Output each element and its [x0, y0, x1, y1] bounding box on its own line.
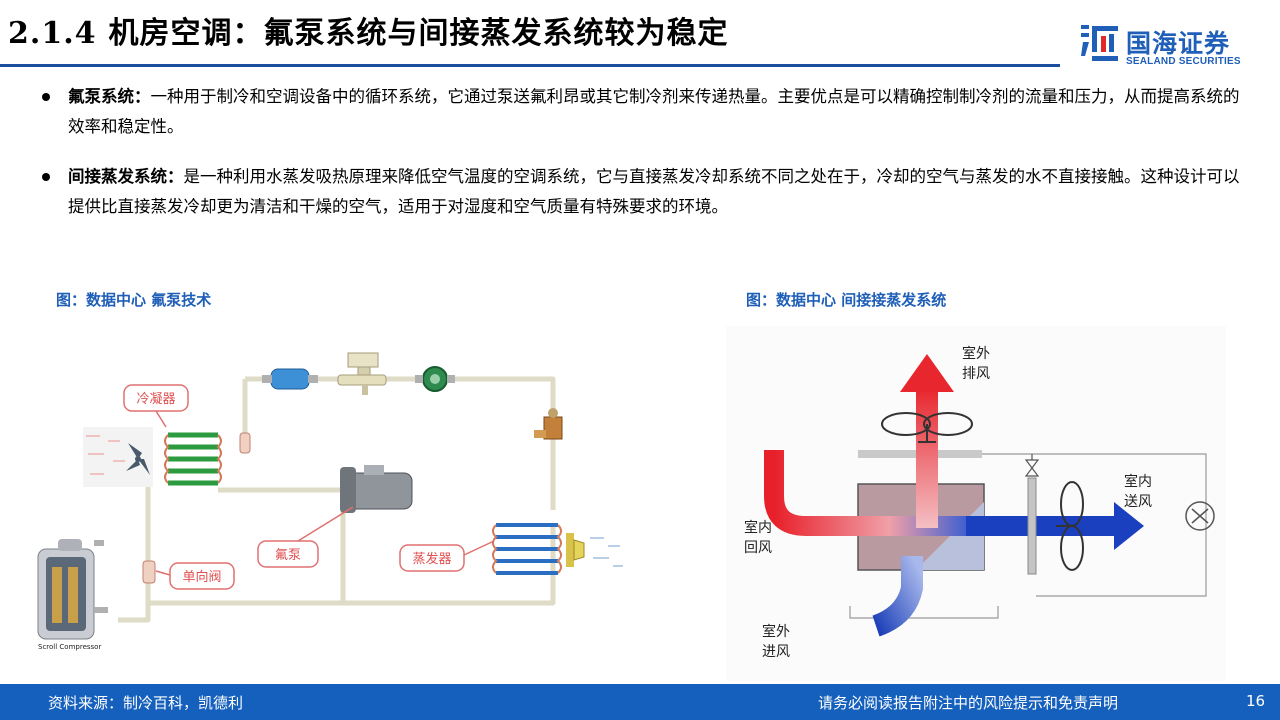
sight-glass-icon [415, 366, 455, 392]
outdoor-intake-flow [872, 556, 923, 637]
condenser-label: 冷凝器 [123, 384, 189, 428]
check-valve-label: 单向阀 [155, 562, 235, 590]
bullet-dot [42, 173, 50, 181]
svg-text:蒸发器: 蒸发器 [412, 551, 451, 567]
return-air-flow [764, 450, 966, 536]
label-outdoor-exhaust: 室外 [962, 345, 990, 362]
label-outdoor-intake-2: 进风 [762, 644, 790, 660]
bullet-dot [42, 93, 50, 101]
label-indoor-return-2: 回风 [744, 540, 772, 556]
page-title: 2.1.4 机房空调：氟泵系统与间接蒸发系统较为稳定 [8, 14, 729, 54]
footer-bar: 资料来源：制冷百科，凯德利 请务必阅读报告附注中的风险提示和免责声明 16 [0, 684, 1280, 720]
motor-icon [1185, 501, 1215, 531]
fluorine-pump-icon [340, 465, 413, 513]
exhaust-air-arrow [900, 354, 954, 528]
valve-icon [1024, 454, 1040, 477]
bullet-text: 一种用于制冷和空调设备中的循环系统，它通过泵送氟利昂或其它制冷剂来传递热量。主要… [68, 87, 1240, 136]
source-note: 资料来源：制冷百科，凯德利 [48, 694, 244, 712]
filter-dryer-icon [262, 368, 318, 390]
evaporator-icon [492, 523, 623, 575]
evaporator-fan-icon [566, 533, 585, 567]
filter-panel [1027, 477, 1037, 575]
svg-text:冷凝器: 冷凝器 [136, 391, 175, 407]
svg-text:单向阀: 单向阀 [182, 569, 221, 585]
bullet-fluorine-pump: 氟泵系统：一种用于制冷和空调设备中的循环系统，它通过泵送氟利昂或其它制冷剂来传递… [42, 82, 1242, 142]
section-number: 2.1.4 [8, 16, 97, 51]
bullet-term: 氟泵系统： [68, 87, 151, 106]
inline-filter-icon [239, 432, 251, 454]
bullet-list: 氟泵系统：一种用于制冷和空调设备中的循环系统，它通过泵送氟利昂或其它制冷剂来传递… [42, 82, 1242, 242]
title-text: 机房空调：氟泵系统与间接蒸发系统较为稳定 [108, 16, 729, 51]
figure-caption-left: 图：数据中心 氟泵技术 [56, 291, 212, 309]
fluorine-pump-label: 氟泵 [257, 506, 354, 568]
svg-text:氟泵: 氟泵 [275, 548, 301, 563]
evaporator-label: 蒸发器 [399, 540, 495, 572]
fluorine-pump-diagram: Scroll Compressor 冷凝器 氟泵 单向阀 蒸发器 [37, 352, 623, 651]
bullet-text: 是一种利用水蒸发吸热原理来降低空气温度的空调系统，它与直接蒸发冷却系统不同之处在… [68, 167, 1240, 216]
scroll-compressor-icon [37, 539, 108, 640]
compressor-label: Scroll Compressor [38, 643, 101, 651]
figure-caption-right: 图：数据中心 间接接蒸发系统 [746, 291, 947, 309]
logo-name-en: SEALAND SECURITIES [1126, 56, 1241, 67]
exhaust-fan-icon [881, 412, 973, 443]
check-valve-icon [142, 560, 156, 584]
indirect-evaporation-diagram: 室外 排风 室内 回风 室内 送风 室外 进风 [726, 326, 1226, 681]
condenser-fan-icon [126, 443, 150, 475]
disclaimer-text: 请务必阅读报告附注中的风险提示和免责声明 [818, 694, 1119, 712]
bullet-indirect-evaporation: 间接蒸发系统：是一种利用水蒸发吸热原理来降低空气温度的空调系统，它与直接蒸发冷却… [42, 162, 1242, 222]
page-number: 16 [1246, 692, 1266, 710]
company-logo: 国海证券 SEALAND SECURITIES [1080, 22, 1270, 72]
label-outdoor-exhaust-2: 排风 [962, 366, 990, 382]
logo-name-cn: 国海证券 [1126, 29, 1231, 58]
label-outdoor-intake: 室外 [762, 623, 790, 640]
condenser-icon [83, 427, 222, 487]
bullet-term: 间接蒸发系统： [68, 167, 184, 186]
label-indoor-return: 室内 [744, 519, 772, 536]
label-indoor-supply: 室内 [1124, 473, 1152, 490]
supply-fan-icon [1056, 481, 1084, 571]
title-underline [0, 64, 1060, 67]
solenoid-valve-icon [337, 352, 387, 395]
expansion-valve-icon [534, 408, 563, 440]
sealand-logo-icon [1081, 25, 1118, 61]
label-indoor-supply-2: 送风 [1124, 494, 1152, 510]
